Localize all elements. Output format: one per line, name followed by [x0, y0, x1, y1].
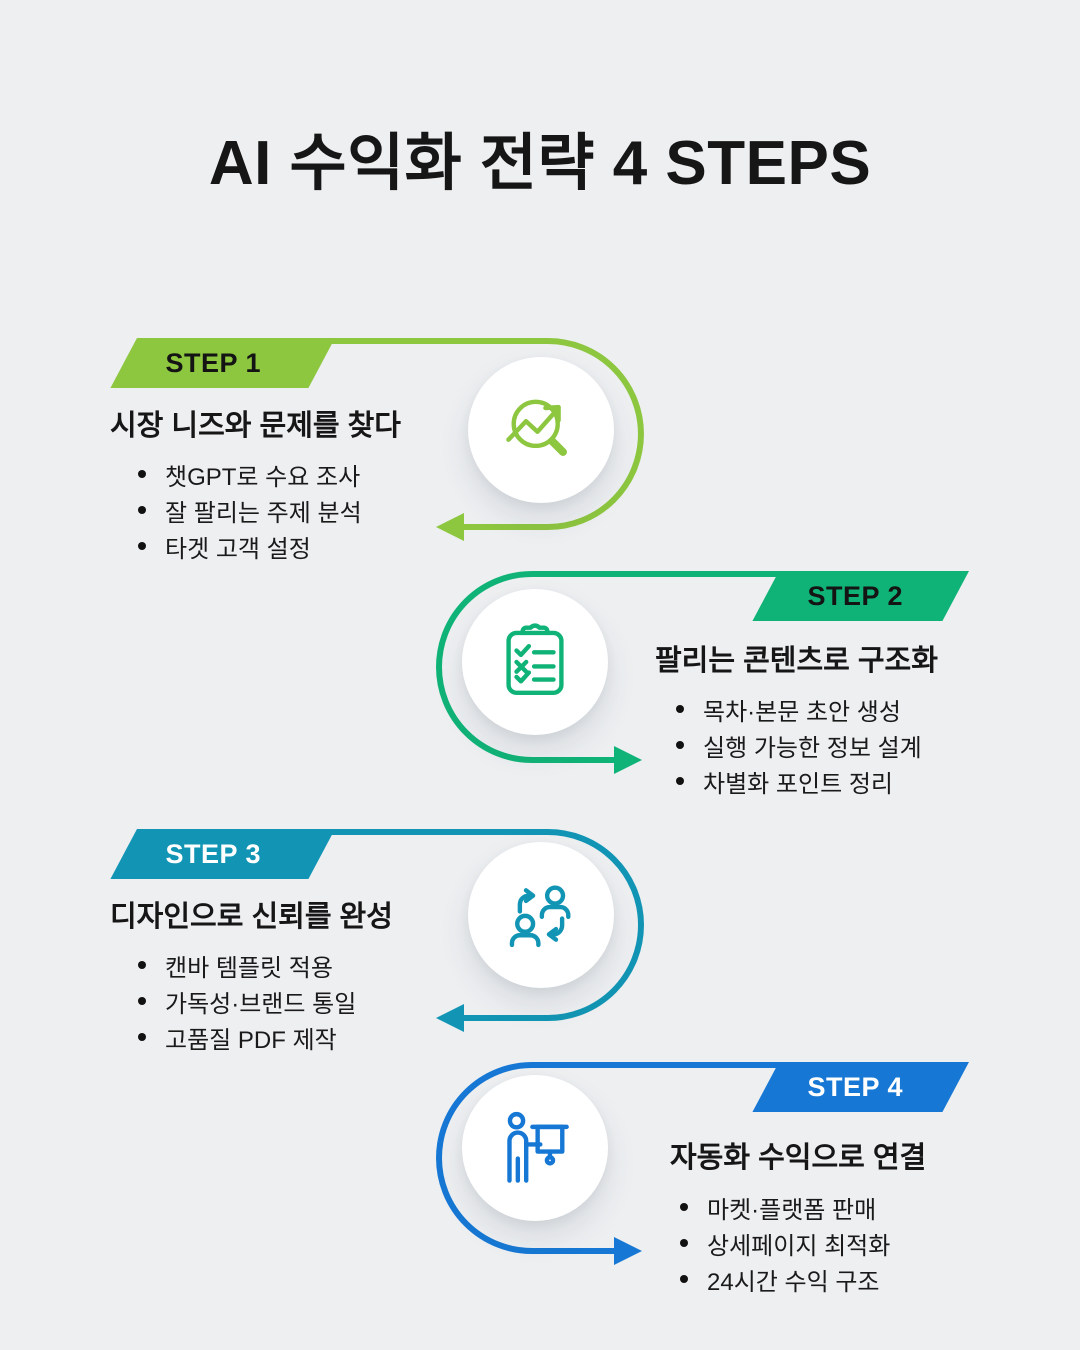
step-4-icon-circle [462, 1075, 608, 1221]
bullet-item: 챗GPT로 수요 조사 [138, 456, 362, 492]
step-1-icon-circle [468, 357, 614, 503]
trend-magnifier-icon [506, 399, 567, 456]
step-4-label: STEP 4 [807, 1071, 904, 1102]
step-4-title: 자동화 수익으로 연결 [670, 1142, 927, 1174]
page-title: AI 수익화 전략 4 STEPS [208, 129, 872, 198]
step-2-title: 팔리는 콘텐츠로 구조화 [655, 645, 938, 677]
bullet-item: 24시간 수익 구조 [680, 1261, 890, 1297]
bullet-item: 잘 팔리는 주제 분석 [138, 492, 362, 528]
bullet-item: 실행 가능한 정보 설계 [676, 727, 922, 763]
checklist-clipboard-icon [506, 623, 564, 695]
people-exchange-icon [509, 885, 571, 948]
step-3-bullets: 캔바 템플릿 적용 가독성·브랜드 통일 고품질 PDF 제작 [138, 947, 356, 1055]
bullet-item: 마켓·플랫폼 판매 [680, 1189, 890, 1225]
step-3-icon-circle [468, 842, 614, 988]
bullet-item: 상세페이지 최적화 [680, 1225, 890, 1261]
presenter-board-icon [507, 1111, 569, 1183]
bullet-item: 캔바 템플릿 적용 [138, 947, 356, 983]
bullet-item: 목차·본문 초안 생성 [676, 691, 922, 727]
step-1-connector-arrow [315, 338, 644, 541]
step-2-label: STEP 2 [807, 580, 904, 611]
step-4-connector-arrow [436, 1062, 793, 1265]
step-2-icon-circle [462, 589, 608, 735]
step-3-banner: STEP 3 [110, 829, 336, 879]
step-1-title: 시장 니즈와 문제를 찾다 [110, 410, 401, 442]
step-3-label: STEP 3 [165, 838, 262, 869]
step-3-title: 디자인으로 신뢰를 완성 [110, 901, 393, 933]
step-2-connector-arrow [436, 571, 793, 774]
step-4-bullets: 마켓·플랫폼 판매 상세페이지 최적화 24시간 수익 구조 [680, 1189, 890, 1297]
step-3-connector-arrow [315, 829, 644, 1032]
step-2-banner: STEP 2 [752, 571, 969, 621]
bullet-item: 고품질 PDF 제작 [138, 1019, 356, 1055]
step-1-banner: STEP 1 [110, 338, 336, 388]
step-1-label: STEP 1 [165, 347, 262, 378]
step-2-bullets: 목차·본문 초안 생성 실행 가능한 정보 설계 차별화 포인트 정리 [676, 691, 922, 799]
bullet-item: 가독성·브랜드 통일 [138, 983, 356, 1019]
bullet-item: 타겟 고객 설정 [138, 528, 362, 564]
step-1-bullets: 챗GPT로 수요 조사 잘 팔리는 주제 분석 타겟 고객 설정 [138, 456, 362, 564]
bullet-item: 차별화 포인트 정리 [676, 763, 922, 799]
step-4-banner: STEP 4 [752, 1062, 969, 1112]
